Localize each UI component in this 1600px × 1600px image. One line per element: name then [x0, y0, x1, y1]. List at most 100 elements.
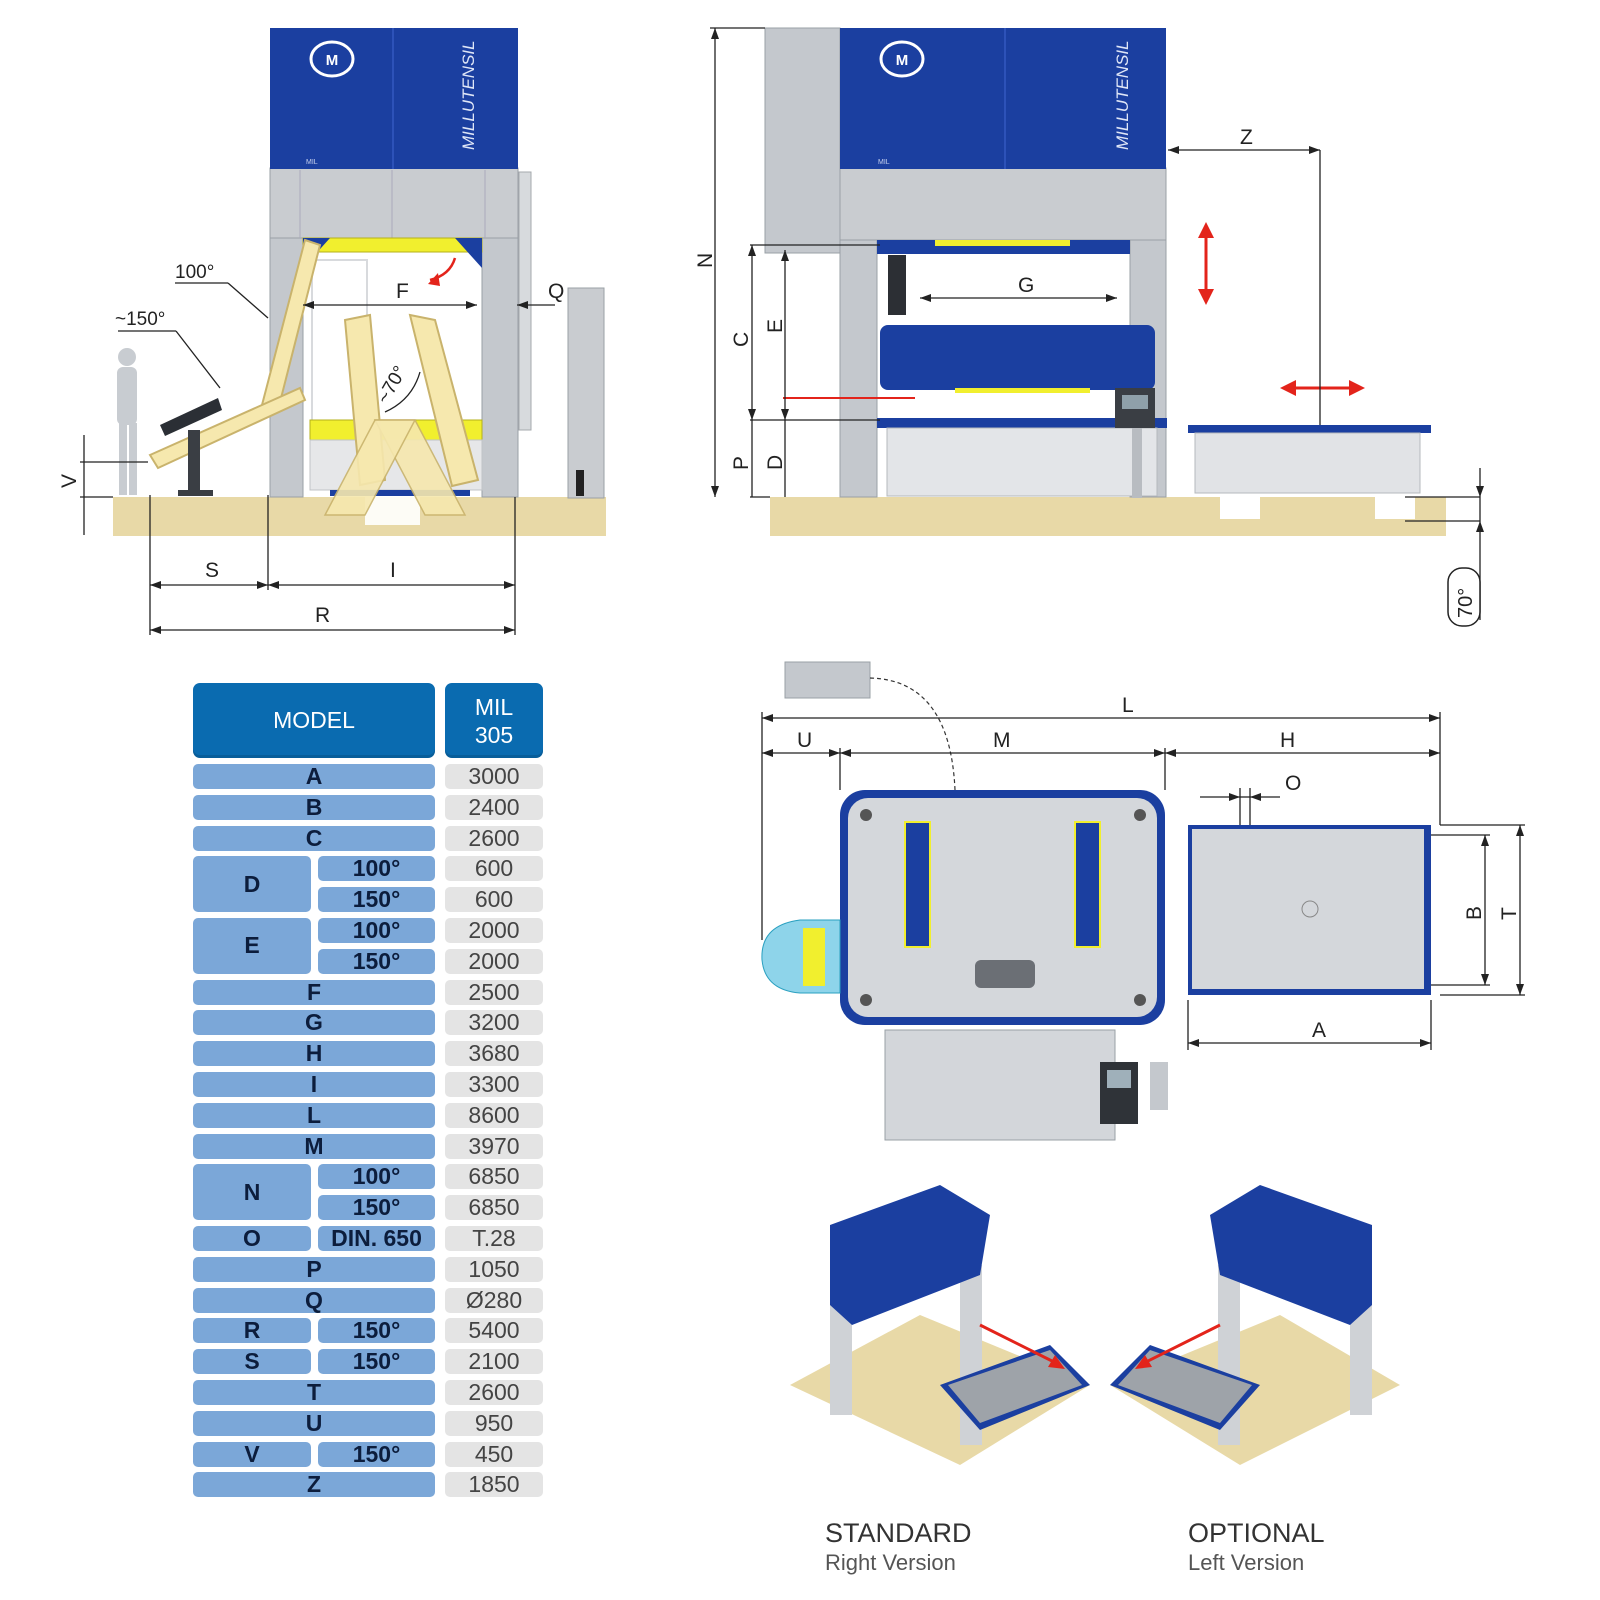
spec-label-Q: Q	[193, 1287, 435, 1313]
spec-sub-label: 150°	[318, 1317, 435, 1344]
spec-value: 2600	[445, 825, 543, 851]
label-D: D	[764, 455, 787, 470]
brand-logo-icon	[879, 40, 925, 78]
label-M: M	[993, 729, 1011, 752]
spec-label-Z: Z	[193, 1471, 435, 1498]
spec-value: 2400	[445, 794, 543, 820]
label-V: V	[58, 474, 81, 488]
svg-text:70°: 70°	[1455, 588, 1477, 618]
label-Z: Z	[1240, 126, 1253, 149]
spec-value: 3000	[445, 763, 543, 789]
optional-title: OPTIONAL	[1188, 1518, 1325, 1548]
spec-value: 2000	[445, 917, 543, 943]
standard-subtitle: Right Version	[825, 1550, 956, 1575]
spec-sub-label: DIN. 650	[318, 1225, 435, 1251]
spec-value: 2000	[445, 948, 543, 974]
spec-label-A: A	[193, 763, 435, 789]
spec-value: T.28	[445, 1225, 543, 1251]
label-H: H	[1280, 729, 1295, 752]
label-B: B	[1463, 906, 1486, 920]
spec-sub-label: 150°	[318, 1441, 435, 1467]
spec-value: 6850	[445, 1163, 543, 1190]
label-F: F	[396, 280, 409, 303]
label-E: E	[764, 319, 787, 333]
top-view-drawing: L U M H O B T A	[761, 661, 1525, 1141]
optional-version-iso	[1110, 1185, 1400, 1465]
spec-label-I: I	[193, 1071, 435, 1097]
label-angle-150: ~150°	[115, 309, 165, 330]
label-U: U	[797, 729, 812, 752]
label-A: A	[1312, 1019, 1326, 1042]
brand-logo-icon	[309, 40, 355, 78]
spec-value: 2100	[445, 1348, 543, 1375]
spec-value: 5400	[445, 1317, 543, 1344]
spec-label-M: M	[193, 1133, 435, 1159]
spec-value: 1050	[445, 1256, 543, 1282]
brand-name-vertical: MILLUTENSIL	[459, 40, 478, 150]
label-I: I	[390, 559, 396, 582]
spec-label-O: O	[193, 1225, 311, 1251]
spec-sub-label: 150°	[318, 886, 435, 913]
header-model: MODEL	[193, 683, 435, 758]
spec-label-H: H	[193, 1040, 435, 1067]
brand-name-vertical: MILLUTENSIL	[1113, 40, 1132, 150]
optional-subtitle: Left Version	[1188, 1550, 1305, 1575]
label-angle-100: 100°	[175, 262, 214, 283]
spec-label-T: T	[193, 1379, 435, 1405]
spec-label-L: L	[193, 1102, 435, 1128]
spec-value: Ø280	[445, 1287, 543, 1313]
svg-text:MIL: MIL	[306, 159, 318, 166]
label-R: R	[315, 604, 330, 627]
spec-sub-label: 100°	[318, 917, 435, 943]
standard-title: STANDARD	[825, 1518, 972, 1548]
spec-value: 2600	[445, 1379, 543, 1405]
spec-label-N: N	[193, 1164, 311, 1221]
label-T: T	[1498, 907, 1521, 920]
floor	[770, 497, 1446, 536]
svg-text:M: M	[326, 52, 339, 69]
spec-label-R: R	[193, 1317, 311, 1344]
spec-label-U: U	[193, 1410, 435, 1436]
spec-value: 600	[445, 886, 543, 913]
standard-version-iso	[790, 1185, 1090, 1465]
label-S: S	[205, 559, 219, 582]
spec-label-C: C	[193, 825, 435, 851]
spec-value: 3970	[445, 1133, 543, 1159]
spec-sub-label: 150°	[318, 1348, 435, 1375]
label-G: G	[1018, 274, 1034, 297]
spec-value: 600	[445, 855, 543, 882]
label-C: C	[730, 332, 753, 347]
spec-value: 3200	[445, 1009, 543, 1036]
label-P: P	[730, 456, 753, 470]
spec-value: 950	[445, 1410, 543, 1436]
header-model-value: MIL 305	[445, 683, 543, 758]
operator-figure	[117, 348, 137, 495]
spec-sub-label: 100°	[318, 855, 435, 882]
label-O: O	[1285, 772, 1301, 795]
label-angle-70: ~70°	[373, 363, 411, 408]
spec-value: 3300	[445, 1071, 543, 1097]
spec-label-V: V	[193, 1441, 311, 1467]
label-Q: Q	[548, 280, 564, 303]
spec-value: 450	[445, 1441, 543, 1467]
crown-grey	[269, 167, 519, 239]
spec-label-E: E	[193, 918, 311, 974]
svg-text:MIL: MIL	[878, 159, 890, 166]
side-view-drawing: M MILLUTENSIL MIL	[694, 27, 1484, 627]
spec-value: 1850	[445, 1471, 543, 1498]
angle-badge	[1447, 567, 1481, 627]
spec-value: 8600	[445, 1102, 543, 1128]
label-L: L	[1122, 694, 1134, 717]
spec-label-S: S	[193, 1348, 311, 1375]
spec-label-P: P	[193, 1256, 435, 1282]
svg-text:M: M	[896, 52, 909, 69]
spec-sub-label: 100°	[318, 1163, 435, 1190]
spec-label-B: B	[193, 794, 435, 820]
spec-label-D: D	[193, 856, 311, 913]
label-N: N	[694, 253, 717, 268]
spec-sub-label: 150°	[318, 1194, 435, 1221]
spec-value: 2500	[445, 979, 543, 1005]
spec-label-F: F	[193, 979, 435, 1005]
spec-value: 6850	[445, 1194, 543, 1221]
